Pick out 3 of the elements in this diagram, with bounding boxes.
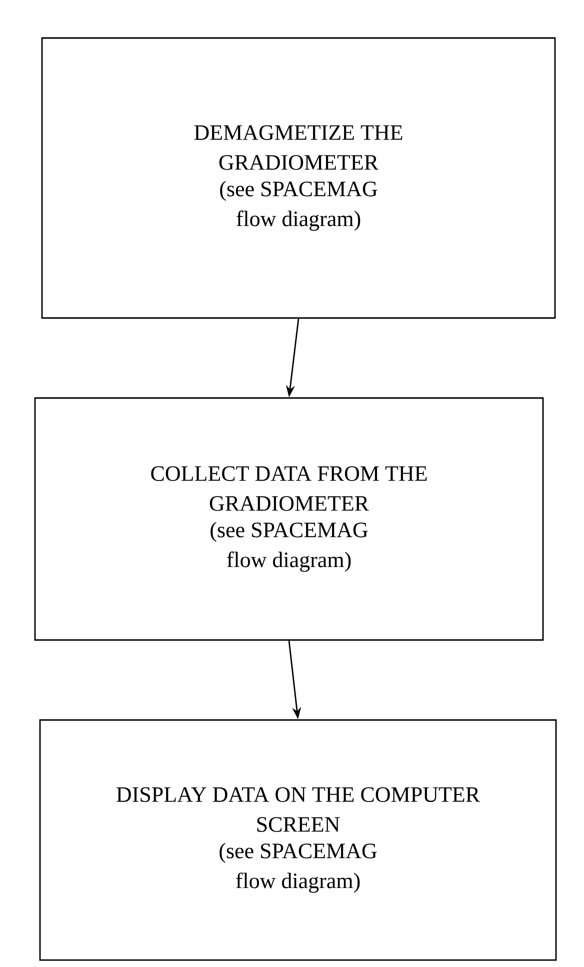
process-box: DEMAGMETIZE THE GRADIOMETER (see SPACEMAG flow diagram) bbox=[41, 37, 556, 319]
process-box: DISPLAY DATA ON THE COMPUTER SCREEN (see SPACEMAG flow diagram) bbox=[39, 719, 557, 961]
process-box: COLLECT DATA FROM THE GRADIOMETER (see SPACEMAG flow diagram) bbox=[34, 397, 544, 641]
